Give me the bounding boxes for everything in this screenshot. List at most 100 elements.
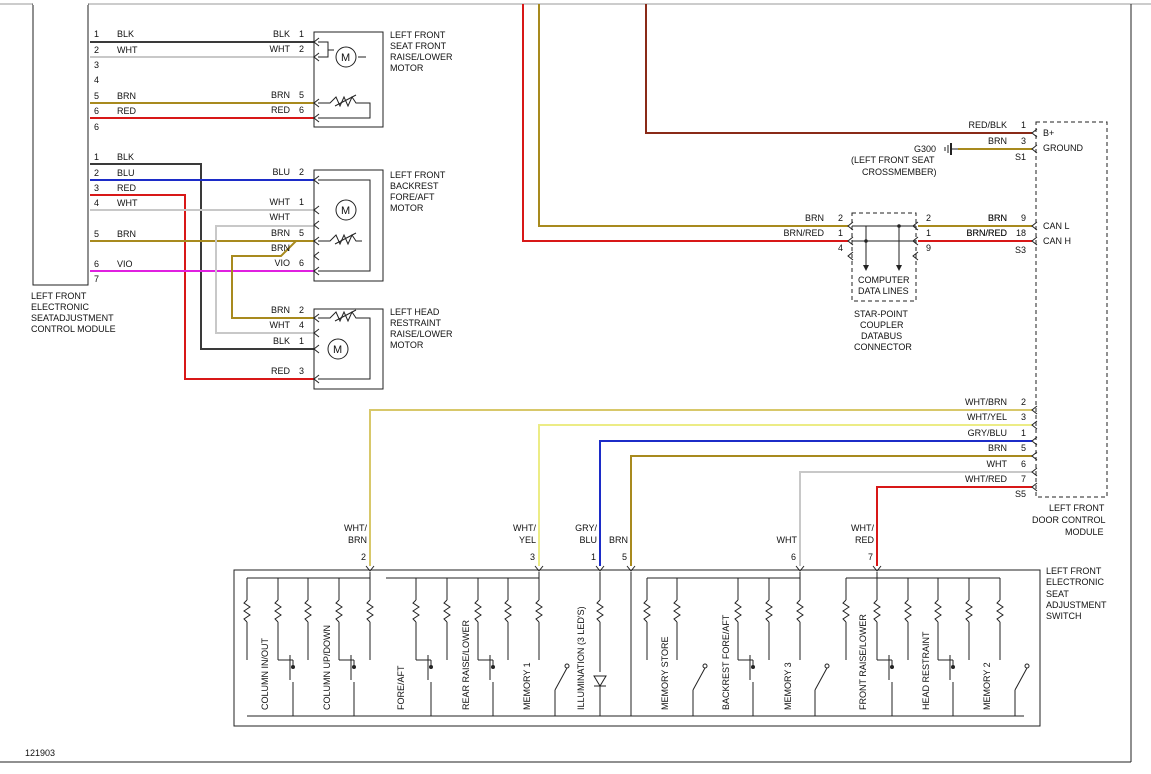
motor1-wire-0: BLK <box>273 29 290 39</box>
computer-datalines-2: DATA LINES <box>858 286 909 296</box>
memory-switch-0 <box>554 667 568 691</box>
star-point-label-3: DATABUS <box>861 331 902 341</box>
motor1-connector-2 <box>313 98 320 108</box>
door-s5: S5 <box>1015 489 1026 499</box>
motor2-pin-5: 6 <box>299 258 304 268</box>
memory-switch-contact-2 <box>824 663 830 669</box>
door-sw-3-wire: BRN <box>988 443 1007 453</box>
wire-name-left-0: BLK <box>117 29 134 39</box>
switch-resistor-9 <box>535 599 543 623</box>
switch-resistor-5 <box>412 599 420 623</box>
wire-brn-trunk <box>538 4 848 227</box>
switch-function-9: FRONT RAISE/LOWER <box>858 614 868 710</box>
door-p1-wire: RED/BLK <box>968 120 1007 130</box>
door-ground: GROUND <box>1043 143 1083 153</box>
switch-function-4: MEMORY 1 <box>522 662 532 710</box>
seat-module-body <box>32 3 89 286</box>
wire-name-left-3: RED <box>117 106 137 116</box>
module-pin-bottom-3: 4 <box>94 198 99 208</box>
switch-contact-1-contact <box>352 665 356 669</box>
motor1-pin-3: 6 <box>299 105 304 115</box>
wire-wht-cross <box>215 225 314 334</box>
wire-red-g2 <box>90 194 314 380</box>
wire-name-left-9: VIO <box>117 259 133 269</box>
star-left-pin-1: 1 <box>838 228 843 238</box>
star-right-connector-1 <box>912 236 919 246</box>
motor1-label-4: MOTOR <box>390 63 424 73</box>
motor1-wire-2: BRN <box>271 90 290 100</box>
switch-in-connector-3 <box>626 565 636 572</box>
motor3-connector-2 <box>313 344 320 354</box>
door-p18-wire: BRN/RED <box>966 228 1007 238</box>
diagram-id: 121903 <box>25 748 55 758</box>
star-right-connector-2 <box>912 251 919 261</box>
switch-function-3: REAR RAISE/LOWER <box>461 619 471 710</box>
door-p1-connector <box>1031 128 1038 138</box>
motor1-pin-0: 1 <box>299 29 304 39</box>
switch-resistor-12 <box>673 599 681 623</box>
motor3-label-1: LEFT HEAD <box>390 307 440 317</box>
motor2-symbol <box>335 199 357 221</box>
door-can-h: CAN H <box>1043 236 1071 246</box>
module-pin-top-3: 4 <box>94 75 99 85</box>
door-sw-2-pin: 1 <box>1021 428 1026 438</box>
seat-module-label-4: CONTROL MODULE <box>31 324 116 334</box>
memory-switch-contact-0 <box>564 663 570 669</box>
motor2-wire-3: BRN <box>271 228 290 238</box>
motor1-connector-3 <box>313 113 320 123</box>
motor2-pin-1: 1 <box>299 197 304 207</box>
ground-label-3: CROSSMEMBER) <box>862 167 937 177</box>
door-sw-4-pin: 6 <box>1021 459 1026 469</box>
switch-function-5: ILLUMINATION (3 LED'S) <box>576 606 586 710</box>
star-left-connector-1 <box>847 236 854 246</box>
module-pin-top-2: 3 <box>94 60 99 70</box>
memory-switch-3 <box>1014 667 1028 691</box>
door-p18-pin: 18 <box>1016 228 1026 238</box>
door-control-module: B+ GROUND CAN L CAN H LEFT FRONT DOOR CO… <box>1032 121 1108 537</box>
motor2-wire-1: WHT <box>270 197 291 207</box>
switch-function-1: COLUMN UP/DOWN <box>322 625 332 710</box>
motor2-label-2: BACKREST <box>390 181 439 191</box>
door-sw-4-wire: WHT <box>987 459 1008 469</box>
door-sw-1-pin: 3 <box>1021 412 1026 422</box>
motor3-wire-2: BLK <box>273 336 290 346</box>
motor2-body <box>313 169 384 282</box>
memory-switch-contact-3 <box>1024 663 1030 669</box>
motor1-wire-3: RED <box>271 105 291 115</box>
motor2-wire-5: VIO <box>274 258 290 268</box>
star-right-pin-0: 2 <box>926 213 931 223</box>
module-pin-top-5: 6 <box>94 106 99 116</box>
switch-function-11: MEMORY 2 <box>982 662 992 710</box>
motor2-m: M <box>341 205 350 217</box>
motor3-connector-0 <box>313 313 320 323</box>
module-pin-top-6: 6 <box>94 122 99 132</box>
module-pin-top-1: 2 <box>94 45 99 55</box>
switch-in-connector-4 <box>795 565 805 572</box>
switch-resistor-4 <box>366 599 374 623</box>
door-s1: S1 <box>1015 152 1026 162</box>
switch-in-connector-1 <box>534 565 544 572</box>
switch-in-connector-5 <box>872 565 882 572</box>
switch-resistor-14 <box>765 599 773 623</box>
wire-name-left-7: WHT <box>117 198 138 208</box>
motor1-label-2: SEAT FRONT <box>390 41 447 51</box>
wire-brn-sw <box>630 455 1032 566</box>
module-pin-bottom-4: 5 <box>94 229 99 239</box>
motor2-connector-3 <box>313 236 320 246</box>
motor1-label-3: RAISE/LOWER <box>390 52 453 62</box>
switch-contact-0-contact <box>291 665 295 669</box>
switch-in-connector-0 <box>365 565 375 572</box>
door-sw-5-wire: WHT/RED <box>965 474 1007 484</box>
wire-name-left-1: WHT <box>117 45 138 55</box>
motor3-wire-1: WHT <box>270 320 291 330</box>
motor2-connector-5 <box>313 266 320 276</box>
wire-wht-yel <box>538 424 1032 566</box>
motor1-symbol <box>335 46 357 68</box>
switch-label-1: LEFT FRONT <box>1046 566 1102 576</box>
switch-label-5: SWITCH <box>1046 611 1082 621</box>
wire-gry-blu <box>599 440 1032 566</box>
motor3-wire-3: RED <box>271 366 291 376</box>
module-pin-bottom-6: 7 <box>94 274 99 284</box>
switch-function-2: FORE/AFT <box>396 665 406 710</box>
